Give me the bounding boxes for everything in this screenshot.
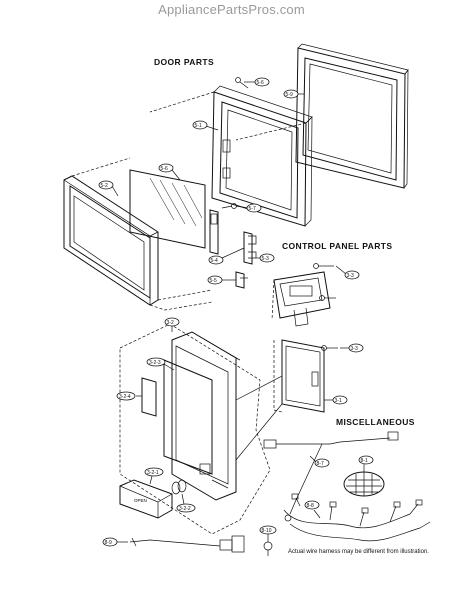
svg-text:5-6: 5-6 <box>257 80 264 86</box>
control-panel-screw-lower[interactable] <box>321 345 339 351</box>
svg-text:8-7: 8-7 <box>317 461 324 467</box>
svg-text:3-2-2: 3-2-2 <box>179 506 191 512</box>
open-button-label: OPEN <box>134 498 147 503</box>
connector-line <box>235 375 283 401</box>
control-panel-sheet-3-2-3[interactable] <box>163 359 213 475</box>
callout-3-1: 3-1 <box>324 395 348 405</box>
door-glass-strip[interactable] <box>209 209 219 255</box>
callout-8-9: 8-9 <box>102 537 128 547</box>
button-spring-3-2-2[interactable] <box>171 479 187 495</box>
callout-8-10: 8-10 <box>259 525 277 542</box>
callout-5-2: 5-2 <box>98 180 119 197</box>
door-seal-frame[interactable] <box>295 43 409 189</box>
control-panel-parts-title: CONTROL PANEL PARTS <box>282 241 393 251</box>
callout-3-2-1: 3-2-1 <box>144 467 164 485</box>
callout-5-3: 5-3 <box>256 253 275 263</box>
svg-text:3-2-4: 3-2-4 <box>119 394 131 400</box>
miscellaneous-title: MISCELLANEOUS <box>336 417 415 427</box>
callout-3-2-2: 3-2-2 <box>176 493 196 513</box>
callout-5-5: 5-5 <box>207 275 236 285</box>
svg-text:8-9: 8-9 <box>105 540 112 546</box>
svg-text:8-10: 8-10 <box>262 528 272 534</box>
door-screw-5-6[interactable] <box>235 77 249 89</box>
callout-3-2-4: 3-2-4 <box>116 391 142 401</box>
door-glass[interactable] <box>129 169 206 249</box>
callout-5-6-screw: 5-6 <box>244 77 270 87</box>
svg-text:3-2-3: 3-2-3 <box>149 360 161 366</box>
callout-5-6-glass: 5-6 <box>158 163 181 181</box>
wire-tie-8-10[interactable] <box>263 541 273 556</box>
harness-note: Actual wire harness may be different fro… <box>288 549 429 555</box>
callout-3-2: 3-2 <box>164 317 180 332</box>
svg-text:5-5: 5-5 <box>210 278 217 284</box>
svg-text:3-1: 3-1 <box>335 398 342 404</box>
control-panel-screws-upper[interactable] <box>313 263 337 301</box>
watermark: AppliancePartsPros.com <box>158 2 305 17</box>
svg-text:8-1: 8-1 <box>361 458 368 464</box>
svg-text:3-2: 3-2 <box>167 320 174 326</box>
control-panel-front[interactable] <box>171 331 241 501</box>
svg-text:5-3: 5-3 <box>262 256 269 262</box>
svg-text:5-9: 5-9 <box>286 92 293 98</box>
door-frame[interactable] <box>149 85 313 227</box>
callout-8-1: 8-1 <box>358 455 374 472</box>
control-panel-assembly-3-2[interactable] <box>119 323 271 535</box>
control-panel-board-3-1[interactable] <box>273 339 325 413</box>
door-parts-title: DOOR PARTS <box>154 57 215 67</box>
callout-5-9: 5-9 <box>283 89 304 99</box>
svg-text:5-1: 5-1 <box>195 123 202 129</box>
open-button-3-2-1[interactable]: OPEN <box>119 479 173 519</box>
svg-text:5-7: 5-7 <box>249 206 256 212</box>
callout-3-3-upper: 3-3 <box>335 265 360 280</box>
callout-3-3-lower: 3-3 <box>340 343 364 353</box>
callout-5-1: 5-1 <box>192 120 219 131</box>
control-panel-window-3-2-4[interactable] <box>141 377 157 417</box>
callout-8-7: 8-7 <box>309 455 330 468</box>
callout-3-2-3: 3-2-3 <box>146 357 175 371</box>
svg-text:3-3: 3-3 <box>351 346 358 352</box>
svg-text:3-2-1: 3-2-1 <box>147 470 159 476</box>
svg-text:8-8: 8-8 <box>307 503 314 509</box>
grid-cover-8-1[interactable] <box>343 471 385 497</box>
power-cord-8-9[interactable] <box>129 535 245 553</box>
thermistor-wire-8-7[interactable] <box>263 431 399 522</box>
svg-text:5-6: 5-6 <box>161 166 168 172</box>
svg-text:5-2: 5-2 <box>101 183 108 189</box>
latch-lever-5-5[interactable] <box>235 271 248 289</box>
control-panel-board-upper[interactable] <box>271 271 331 327</box>
callout-8-8: 8-8 <box>304 500 321 519</box>
wire-harness-8-8[interactable] <box>283 493 431 542</box>
connector-line <box>235 403 283 461</box>
door-latch-5-3[interactable] <box>243 231 257 265</box>
door-outer[interactable] <box>63 157 213 311</box>
svg-text:3-3: 3-3 <box>347 273 354 279</box>
callout-5-7: 5-7 <box>235 203 262 213</box>
callout-5-4: 5-4 <box>208 247 245 265</box>
svg-text:5-4: 5-4 <box>211 258 218 264</box>
